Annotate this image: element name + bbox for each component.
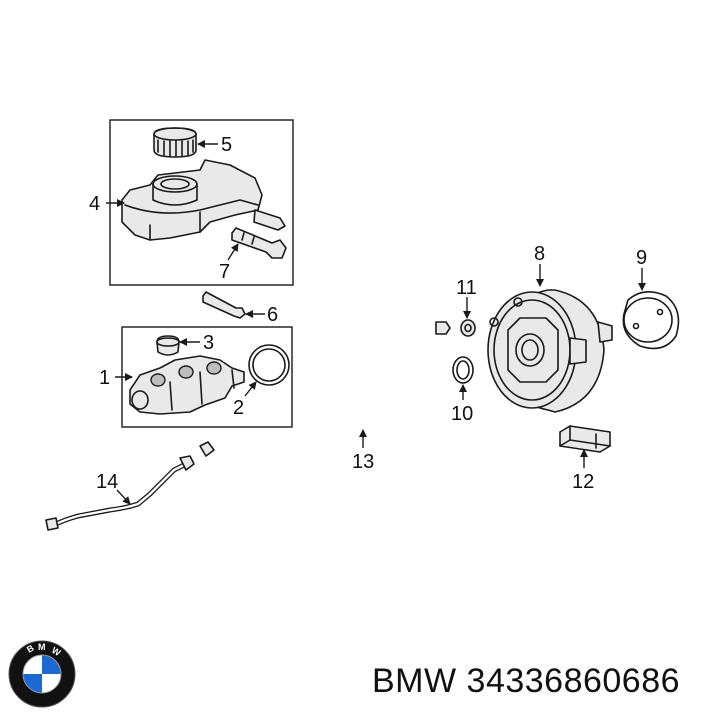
o-ring bbox=[248, 344, 290, 386]
connector-pin bbox=[202, 291, 246, 319]
leader-7 bbox=[227, 243, 239, 261]
callout-4: 4 bbox=[89, 193, 100, 215]
washer-11 bbox=[460, 319, 476, 337]
callout-3: 3 bbox=[203, 332, 214, 354]
bmw-logo-icon: B M W bbox=[8, 640, 76, 708]
callout-6: 6 bbox=[267, 304, 278, 326]
svg-text:B: B bbox=[25, 643, 36, 655]
brake-booster bbox=[487, 289, 613, 413]
callout-12: 12 bbox=[572, 471, 594, 493]
mounting-block bbox=[559, 425, 611, 453]
booster-gasket bbox=[622, 291, 680, 350]
brake-master-cylinder bbox=[129, 355, 245, 415]
callout-11: 11 bbox=[456, 277, 477, 299]
callout-7: 7 bbox=[219, 261, 230, 283]
callout-5: 5 bbox=[221, 134, 232, 156]
level-sensor bbox=[231, 227, 287, 259]
callout-2: 2 bbox=[233, 397, 244, 419]
reservoir-grommet bbox=[156, 335, 180, 356]
brake-line-14 bbox=[45, 455, 195, 531]
gasket-10 bbox=[452, 356, 474, 384]
leader-2 bbox=[244, 381, 257, 397]
callout-10: 10 bbox=[451, 403, 473, 425]
callout-9: 9 bbox=[636, 247, 647, 269]
callout-14: 14 bbox=[96, 471, 118, 493]
reservoir-cap bbox=[153, 127, 197, 158]
svg-text:M: M bbox=[38, 642, 46, 652]
brake-line-13 bbox=[199, 321, 451, 482]
callout-13: 13 bbox=[352, 451, 374, 473]
brake-fluid-reservoir bbox=[121, 159, 286, 241]
brand-part-number: BMW 34336860686 bbox=[372, 662, 681, 700]
callout-1: 1 bbox=[99, 367, 110, 389]
callout-8: 8 bbox=[534, 243, 545, 265]
leader-14 bbox=[116, 489, 131, 505]
